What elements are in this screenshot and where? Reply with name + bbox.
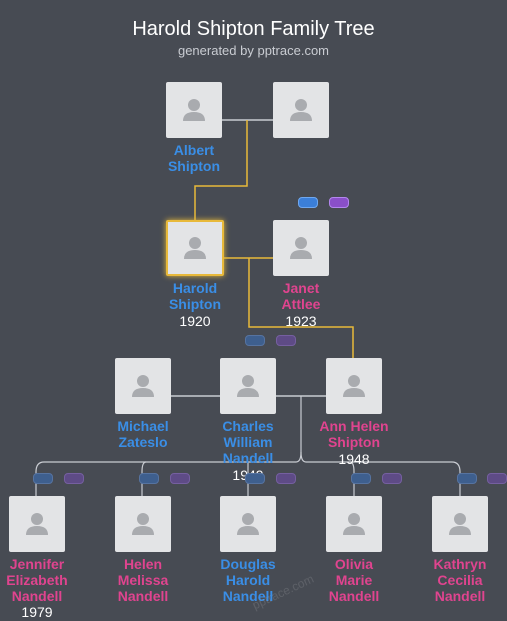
person-card-douglas[interactable]	[220, 496, 276, 552]
person-year-jennifer: 1979	[21, 604, 53, 620]
person-card-olivia[interactable]	[326, 496, 382, 552]
lineage-line-harold-ann	[248, 258, 354, 358]
person-placeholder-icon	[237, 513, 259, 535]
person-placeholder-icon	[290, 237, 312, 259]
female-badge-icon[interactable]	[64, 473, 84, 484]
person-card-albert[interactable]	[166, 82, 222, 138]
person-placeholder-icon	[237, 375, 259, 397]
female-badge-icon[interactable]	[487, 473, 507, 484]
person-placeholder-icon	[132, 513, 154, 535]
person-year-harold: 1920	[179, 313, 211, 329]
male-badge-icon[interactable]	[139, 473, 159, 484]
page-title: Harold Shipton Family Tree	[132, 18, 375, 40]
male-badge-icon[interactable]	[33, 473, 53, 484]
person-card-ann[interactable]	[326, 358, 382, 414]
person-card-jennifer[interactable]	[9, 496, 65, 552]
female-badge-icon[interactable]	[382, 473, 402, 484]
person-placeholder-icon	[184, 237, 206, 259]
person-card-michael[interactable]	[115, 358, 171, 414]
person-placeholder-icon	[132, 375, 154, 397]
female-badge-icon[interactable]	[276, 473, 296, 484]
person-card-janet[interactable]	[273, 220, 329, 276]
person-placeholder-icon	[343, 513, 365, 535]
person-placeholder-icon	[26, 513, 48, 535]
person-card-kathryn[interactable]	[432, 496, 488, 552]
person-card-charles[interactable]	[220, 358, 276, 414]
male-badge-icon[interactable]	[351, 473, 371, 484]
person-placeholder-icon	[449, 513, 471, 535]
person-year-ann: 1948	[338, 451, 370, 467]
person-placeholder-icon	[290, 99, 312, 121]
person-placeholder-icon	[343, 375, 365, 397]
person-card-harold[interactable]	[166, 220, 224, 276]
child-line-helen	[141, 461, 147, 496]
male-badge-icon[interactable]	[298, 197, 318, 208]
child-line-olivia	[349, 461, 355, 496]
page-subtitle: generated by pptrace.com	[177, 43, 330, 58]
female-badge-icon[interactable]	[329, 197, 349, 208]
male-badge-icon[interactable]	[457, 473, 477, 484]
male-badge-icon[interactable]	[245, 473, 265, 484]
person-placeholder-icon	[183, 99, 205, 121]
person-card-helen[interactable]	[115, 496, 171, 552]
children-bracket-right	[300, 451, 461, 496]
female-badge-icon[interactable]	[170, 473, 190, 484]
male-badge-icon[interactable]	[245, 335, 265, 346]
lineage-line-albert-harold	[194, 120, 248, 220]
person-card-unknown[interactable]	[273, 82, 329, 138]
person-year-janet: 1923	[285, 313, 317, 329]
female-badge-icon[interactable]	[276, 335, 296, 346]
